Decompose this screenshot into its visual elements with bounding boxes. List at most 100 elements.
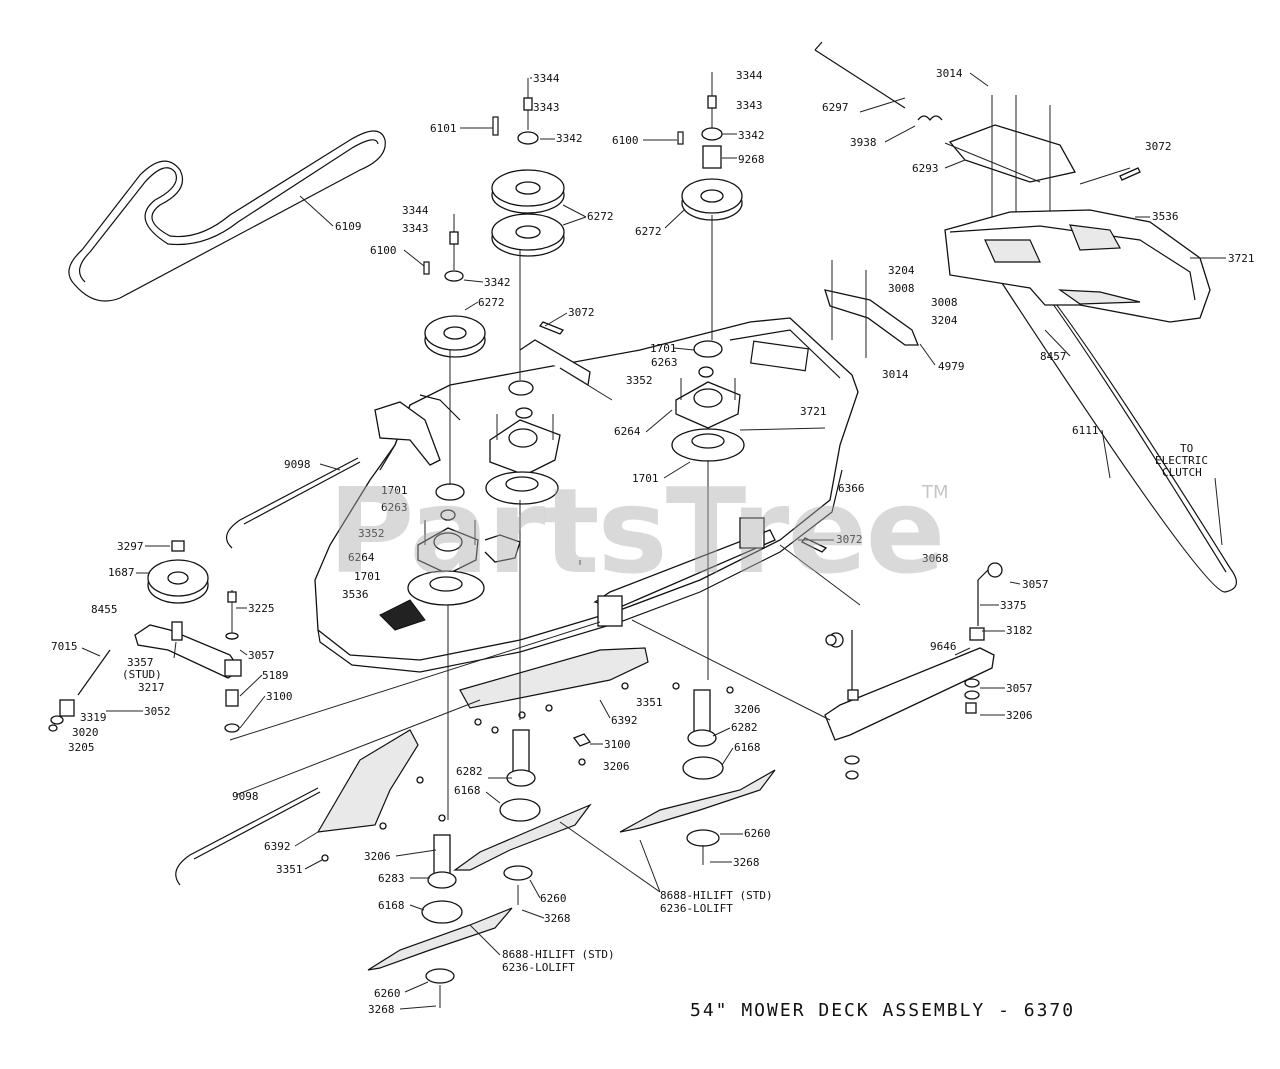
label-9268: 9268 [738, 153, 765, 166]
label-3217: 3217 [138, 681, 165, 694]
label-3014: 3014 [936, 67, 963, 80]
label-3206: 3206 [1006, 709, 1033, 722]
spindle-shaft-left [421, 834, 463, 924]
label-6263: 6263 [651, 356, 678, 369]
label-3057: 3057 [1022, 578, 1049, 591]
label-3536: 3536 [1152, 210, 1179, 223]
blade-right [619, 769, 776, 847]
label-6168: 6168 [734, 741, 761, 754]
label-3351: 3351 [636, 696, 663, 709]
label-6236-lolift: 6236-LOLIFT [502, 961, 575, 974]
part-labels: 3344 3343 3342 6101 6272 3344 3343 3342 … [51, 67, 1255, 1016]
label-6366: 6366 [838, 482, 865, 495]
label-9098: 9098 [284, 458, 311, 471]
label-6264: 6264 [614, 425, 641, 438]
label-3297: 3297 [117, 540, 144, 553]
label-1701: 1701 [632, 472, 659, 485]
label-3020: 3020 [72, 726, 99, 739]
label-3342: 3342 [738, 129, 765, 142]
label-3204: 3204 [931, 314, 958, 327]
label-3225: 3225 [248, 602, 275, 615]
label-leaders [81, 72, 1226, 1010]
label-3008: 3008 [888, 282, 915, 295]
label-to-electric-clutch-3: CLUTCH [1162, 466, 1202, 479]
label-1701: 1701 [381, 484, 408, 497]
label-3072: 3072 [568, 306, 595, 319]
label-6282: 6282 [731, 721, 758, 734]
spindle-center [485, 380, 561, 505]
label-1687: 1687 [108, 566, 135, 579]
label-6168: 6168 [378, 899, 405, 912]
label-6272: 6272 [478, 296, 505, 309]
lift-link-9646 [824, 562, 1003, 780]
label-7015: 7015 [51, 640, 78, 653]
pulley-center-top [491, 78, 565, 257]
label-6111: 6111 [1072, 424, 1099, 437]
baffle-6392-front [316, 729, 419, 833]
label-3343: 3343 [533, 101, 560, 114]
pulley-right-top [677, 72, 743, 221]
label-5189: 5189 [262, 669, 289, 682]
label-6392: 6392 [611, 714, 638, 727]
label-3206: 3206 [734, 703, 761, 716]
label-3057: 3057 [248, 649, 275, 662]
pulley-left-top [423, 214, 486, 358]
label-1701: 1701 [650, 342, 677, 355]
drive-belt-6109 [68, 130, 386, 302]
label-3721: 3721 [1228, 252, 1255, 265]
label-3204: 3204 [888, 264, 915, 277]
label-6264: 6264 [348, 551, 375, 564]
label-6100: 6100 [370, 244, 397, 257]
label-3319: 3319 [80, 711, 107, 724]
label-3344: 3344 [736, 69, 763, 82]
label-3357-stud: (STUD) [122, 668, 162, 681]
spindle-left [407, 483, 521, 606]
blade-left [367, 907, 513, 984]
idler-arm-8455 [134, 590, 242, 733]
label-3938: 3938 [850, 136, 877, 149]
label-6272: 6272 [587, 210, 614, 223]
spindle-right [671, 340, 745, 462]
label-6392: 6392 [264, 840, 291, 853]
lift-rod-9098-lower [175, 787, 321, 886]
label-3268: 3268 [733, 856, 760, 869]
watermark: PartsTree [328, 462, 946, 600]
spindle-shaft-center [499, 729, 541, 822]
label-6297: 6297 [822, 101, 849, 114]
label-3352: 3352 [626, 374, 653, 387]
label-3343: 3343 [736, 99, 763, 112]
label-3206: 3206 [364, 850, 391, 863]
label-3268: 3268 [544, 912, 571, 925]
label-6100: 6100 [612, 134, 639, 147]
label-3351: 3351 [276, 863, 303, 876]
rear-lift-rail [593, 517, 776, 627]
label-to-electric-clutch-2: ELECTRIC [1155, 454, 1208, 467]
label-6260: 6260 [374, 987, 401, 1000]
bracket-4979 [824, 260, 919, 358]
leader-lines [229, 215, 861, 893]
label-6283: 6283 [378, 872, 405, 885]
label-3014: 3014 [882, 368, 909, 381]
spindle-shaft-right [682, 689, 724, 780]
label-3342: 3342 [484, 276, 511, 289]
label-3343: 3343 [402, 222, 429, 235]
label-3100: 3100 [604, 738, 631, 751]
label-6293: 6293 [912, 162, 939, 175]
label-3721: 3721 [800, 405, 827, 418]
label-6260: 6260 [540, 892, 567, 905]
label-3182: 3182 [1006, 624, 1033, 637]
label-6236-lolift: 6236-LOLIFT [660, 902, 733, 915]
label-8688-hilift: 8688-HILIFT (STD) [660, 889, 773, 902]
label-3100: 3100 [266, 690, 293, 703]
label-8455: 8455 [91, 603, 118, 616]
label-3357: 3357 [127, 656, 154, 669]
label-6109: 6109 [335, 220, 362, 233]
label-8688-hilift: 8688-HILIFT (STD) [502, 948, 615, 961]
watermark-trademark: TM [922, 482, 949, 503]
label-3052: 3052 [144, 705, 171, 718]
label-6168: 6168 [454, 784, 481, 797]
label-3268: 3268 [368, 1003, 395, 1016]
label-6282: 6282 [456, 765, 483, 778]
idler-pulley-1687 [147, 540, 209, 604]
